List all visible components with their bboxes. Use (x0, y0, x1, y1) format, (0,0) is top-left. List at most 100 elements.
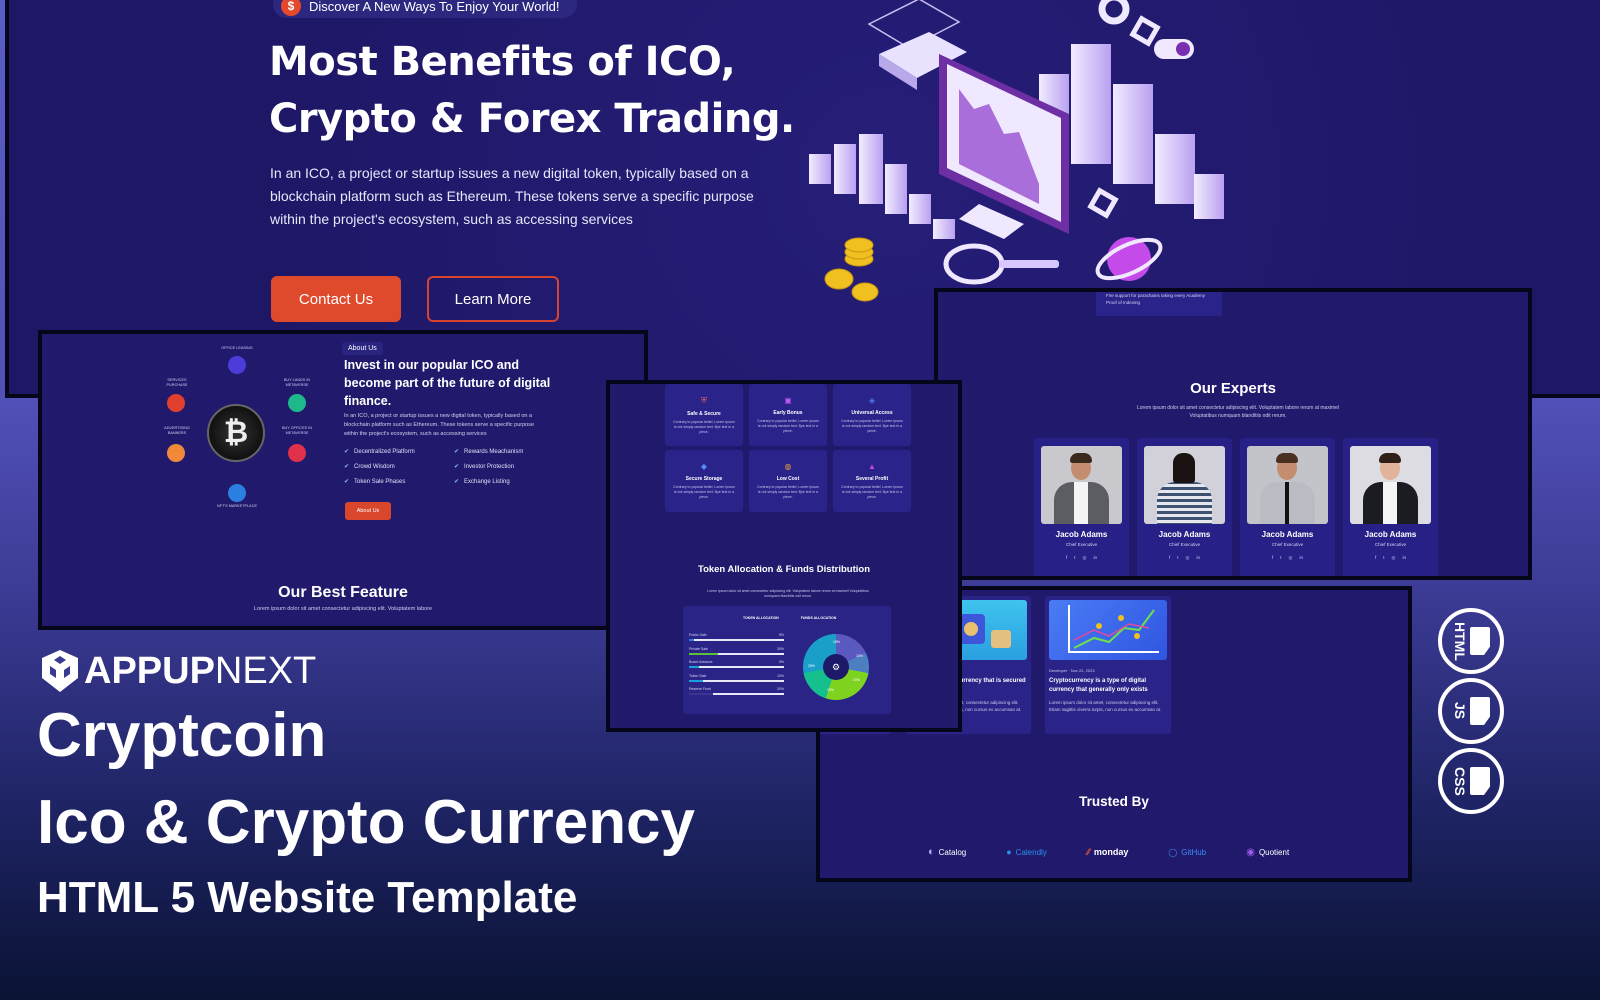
bar-value: 5% (778, 633, 784, 637)
check-label: Decentralized Platform (354, 449, 415, 455)
token-allocation-panel: TOKEN ALLOCATION FUNDS ALLOCATION Public… (683, 606, 891, 714)
catalog-icon: ◐ (928, 846, 935, 858)
js-badge: JS (1438, 678, 1504, 744)
bar-label: Public Sale (689, 633, 707, 637)
monday-logo[interactable]: ⁄⁄monday (1087, 847, 1129, 857)
social-links: f t ◎ in (1350, 555, 1431, 561)
coin-icon: ◍ (784, 462, 792, 471)
bitcoin-icon: ₿ (207, 404, 265, 462)
brand-wordmark: APPUPNEXT (84, 650, 316, 693)
experts-list: Jacob Adams Chief Executive f t ◎ in Jacob … (1034, 438, 1438, 576)
orbit-label: ADVERTISING BANNERS (164, 426, 190, 435)
blog-card[interactable]: Developer · Nov 22, 2023 Cryptocurrency … (1045, 596, 1171, 734)
contact-us-button[interactable]: Contact Us (271, 276, 401, 322)
hero-title-line2: Crypto & Forex Trading. (269, 96, 795, 142)
office-leasing-icon (228, 356, 246, 374)
gift-icon: ▣ (784, 396, 792, 405)
expert-name: Jacob Adams (1261, 530, 1314, 539)
appupnext-logo-icon (42, 650, 78, 692)
instagram-icon[interactable]: ◎ (1082, 555, 1087, 560)
check-icon: ✔ (344, 479, 350, 485)
github-logo[interactable]: ◯GitHub (1168, 848, 1206, 857)
expert-name: Jacob Adams (1055, 530, 1108, 539)
appupnext-brand: APPUPNEXT (38, 648, 316, 694)
donut-center-icon: ⚙ (823, 654, 849, 680)
calendly-icon: ● (1006, 847, 1012, 857)
calendly-logo[interactable]: ●Calendly (1006, 847, 1047, 857)
facebook-icon[interactable]: f (1169, 555, 1171, 560)
token-allocation-desc: Lorem ipsum dolor sit amet consectetur a… (707, 589, 869, 598)
expert-name: Jacob Adams (1364, 530, 1417, 539)
quotient-logo[interactable]: ◉Quotient (1246, 847, 1289, 858)
learn-more-button[interactable]: Learn More (427, 276, 559, 322)
twitter-icon[interactable]: t (1177, 555, 1179, 560)
html-file-icon (1470, 627, 1490, 655)
twitter-icon[interactable]: t (1074, 555, 1076, 560)
check-label: Investor Protection (464, 464, 515, 470)
js-badge-label: JS (1452, 702, 1468, 720)
bar-label: Reserve Fund (689, 687, 711, 691)
feature-desc: Contrary to popular belief, Lorem Ipsum … (841, 485, 903, 499)
facebook-icon[interactable]: f (1066, 555, 1068, 560)
metaverse-offices-icon (288, 444, 306, 462)
instagram-icon[interactable]: ◎ (1185, 555, 1190, 560)
check-icon: ✔ (454, 464, 460, 470)
instagram-icon[interactable]: ◎ (1288, 555, 1293, 560)
instagram-icon[interactable]: ◎ (1391, 555, 1396, 560)
feature-title: Universal Access (851, 410, 893, 416)
about-us-button[interactable]: About Us (345, 502, 391, 520)
linkedin-icon[interactable]: in (1196, 555, 1200, 560)
product-title: Cryptcoin (37, 701, 327, 770)
check-item: ✔Decentralized Platform (344, 448, 454, 455)
best-feature-description: Lorem ipsum dolor sit amet consectetur a… (253, 606, 433, 612)
expert-role: Chief Executive (1065, 542, 1098, 547)
bar-label: Private Sale (689, 646, 708, 651)
experts-title: Our Experts (1190, 380, 1276, 397)
experts-description: Lorem ipsum dolor sit amet consectetur a… (1136, 405, 1340, 419)
allocation-tabs: TOKEN ALLOCATION FUNDS ALLOCATION (743, 616, 836, 620)
tab-token-allocation[interactable]: TOKEN ALLOCATION (743, 616, 779, 620)
chart-icon: ▲ (868, 462, 876, 471)
feature-desc: Contrary to popular belief, Lorem Ipsum … (673, 420, 735, 434)
isometric-trading-illustration (809, 0, 1224, 302)
linkedin-icon[interactable]: in (1299, 555, 1303, 560)
feature-title: Early Bonus (773, 410, 803, 416)
check-label: Token Sale Phases (354, 479, 406, 485)
services-purchase-icon (167, 394, 185, 412)
logo-label: Calendly (1015, 847, 1047, 857)
github-icon: ◯ (1168, 847, 1178, 857)
quotient-icon: ◉ (1246, 846, 1255, 858)
hero-title: Most Benefits of ICO, Crypto & Forex Tra… (269, 34, 795, 148)
bar-value: 5% (778, 660, 784, 664)
bar-row: Board Advisors 5% (689, 660, 784, 668)
twitter-icon[interactable]: t (1280, 555, 1282, 560)
facebook-icon[interactable]: f (1375, 555, 1377, 560)
linkedin-icon[interactable]: in (1093, 555, 1097, 560)
expert-photo (1247, 446, 1328, 524)
linkedin-icon[interactable]: in (1402, 555, 1406, 560)
feature-title: Low Cost (776, 476, 800, 482)
expert-role: Chief Executive (1168, 542, 1201, 547)
twitter-icon[interactable]: t (1383, 555, 1385, 560)
nft-marketplace-icon (228, 484, 246, 502)
facebook-icon[interactable]: f (1272, 555, 1274, 560)
feature-desc: Contrary to popular belief, Lorem Ipsum … (841, 419, 903, 433)
bar-label: Board Advisors (689, 660, 713, 664)
catalog-logo[interactable]: ◐Catalog (928, 846, 966, 858)
check-label: Rewards Meachanism (464, 449, 524, 455)
bar-value: 10% (776, 673, 784, 678)
tab-funds-allocation[interactable]: FUNDS ALLOCATION (800, 616, 837, 620)
blog-title[interactable]: Cryptocurrency is a type of digital curr… (1049, 678, 1148, 693)
donut-label: 25% (808, 664, 816, 668)
check-icon: ✔ (454, 449, 460, 455)
orbit-label: OFFICE LEASING (221, 346, 253, 350)
feature-desc: Contrary to popular belief, Lorem Ipsum … (757, 485, 819, 499)
about-description: In an ICO, a project or startup issues a… (344, 413, 535, 437)
orbit-label: SERVICES PURCHASE (166, 378, 188, 387)
